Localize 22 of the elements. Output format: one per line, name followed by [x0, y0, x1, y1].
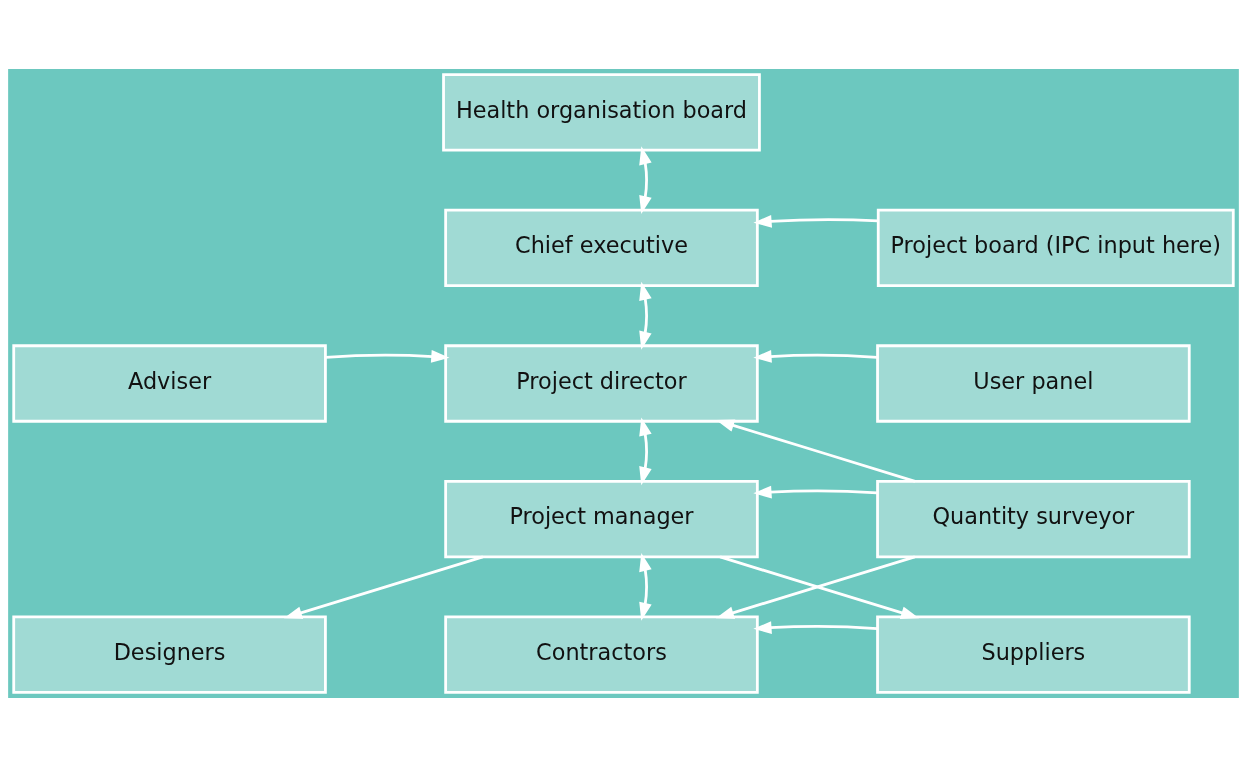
arrow — [325, 350, 450, 363]
node-box: Chief executive — [444, 208, 759, 288]
arrow — [283, 555, 484, 619]
arrow — [639, 417, 652, 486]
arrow — [753, 215, 879, 228]
arrow — [639, 281, 652, 350]
node-box: User panel — [876, 344, 1191, 423]
arrow — [753, 350, 878, 363]
node-box: Adviser — [12, 344, 327, 423]
arrow — [716, 419, 916, 483]
node-box: Health organisation board — [442, 73, 761, 152]
node-box: Designers — [12, 615, 327, 694]
arrow — [753, 485, 878, 499]
node-box: Quantity surveyor — [876, 479, 1191, 559]
arrow — [639, 553, 652, 621]
arrow — [753, 621, 878, 634]
node-box: Contractors — [444, 615, 759, 694]
node-box: Project manager — [444, 479, 759, 559]
node-box: Project director — [444, 344, 759, 423]
node-box: Project board (IPC input here) — [876, 208, 1235, 288]
arrow — [639, 146, 652, 215]
node-box: Suppliers — [876, 615, 1191, 694]
